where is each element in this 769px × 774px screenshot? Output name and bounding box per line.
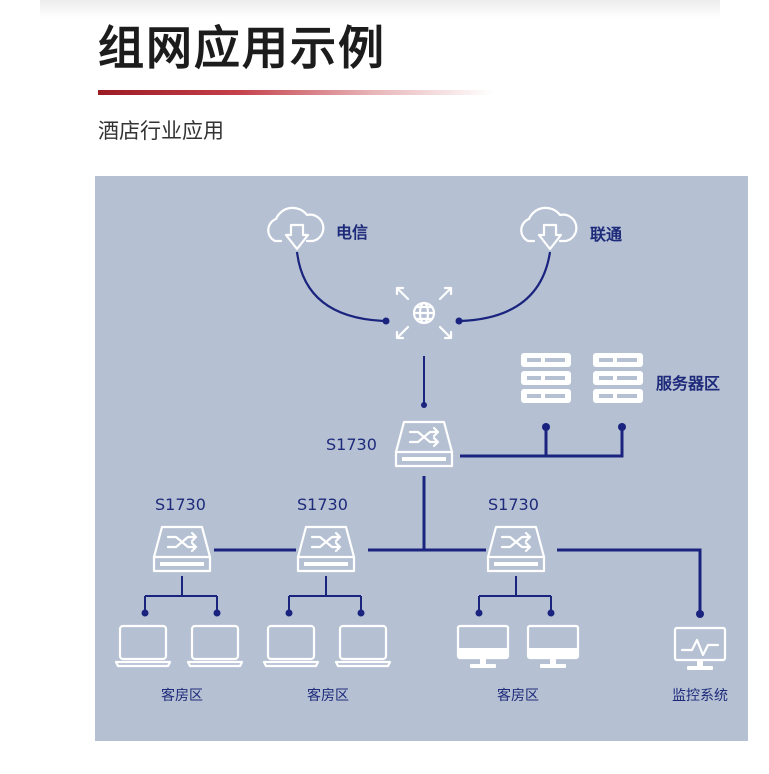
surveillance-monitor-icon	[673, 626, 727, 670]
isp-unicom-label: 联通	[590, 225, 622, 244]
title-underline	[98, 90, 493, 95]
branch-dot	[141, 609, 149, 617]
server-zone-label: 服务器区	[656, 374, 720, 393]
uplink-telecom-dot	[382, 317, 390, 325]
branch-dot	[475, 609, 483, 617]
isp-telecom-label: 电信	[336, 223, 368, 242]
zone-label: 客房区	[161, 687, 203, 704]
laptop-icon	[186, 624, 244, 668]
branch-line	[478, 576, 552, 612]
page-subtitle: 酒店行业应用	[98, 119, 224, 143]
laptop-icon	[114, 624, 172, 668]
zone-label: 监控系统	[672, 688, 728, 704]
access-switch-label: S1730	[297, 495, 348, 514]
zone-label: 客房区	[307, 687, 349, 704]
server-dot	[618, 423, 626, 431]
branch-dot	[357, 609, 365, 617]
cloud-unicom-icon	[520, 206, 578, 251]
uplink-telecom-line	[295, 251, 386, 323]
access-switch-icon	[486, 525, 546, 573]
access-switch-icon	[296, 525, 356, 573]
access-switch-label: S1730	[488, 495, 539, 514]
laptop-icon	[262, 624, 320, 668]
desktop-monitor-icon	[456, 624, 510, 670]
laptop-icon	[334, 624, 392, 668]
monitor-system-dot	[696, 610, 704, 618]
server-dot	[542, 423, 550, 431]
server-rack-icon	[593, 353, 643, 403]
core-switch-icon	[394, 420, 454, 468]
globe-core-dot	[421, 402, 427, 408]
cloud-telecom-icon	[267, 206, 325, 251]
branch-dot	[285, 609, 293, 617]
branch-line	[288, 576, 362, 612]
top-shadow	[40, 0, 720, 18]
access-switch-icon	[152, 525, 212, 573]
branch-line	[144, 576, 218, 612]
server-rack-icon	[521, 353, 571, 403]
desktop-monitor-icon	[526, 624, 580, 670]
branch-dot	[213, 609, 221, 617]
core-switch-label: S1730	[326, 435, 377, 454]
branch-dot	[547, 609, 555, 617]
monitor-system-link	[557, 548, 702, 614]
uplink-unicom-line	[459, 251, 552, 323]
access-switch-label: S1730	[155, 495, 206, 514]
uplink-unicom-dot	[455, 317, 463, 325]
core-to-server-line	[460, 428, 624, 458]
page-title: 组网应用示例	[98, 21, 386, 75]
zone-label: 客房区	[497, 687, 539, 704]
internet-globe-icon	[395, 286, 453, 340]
